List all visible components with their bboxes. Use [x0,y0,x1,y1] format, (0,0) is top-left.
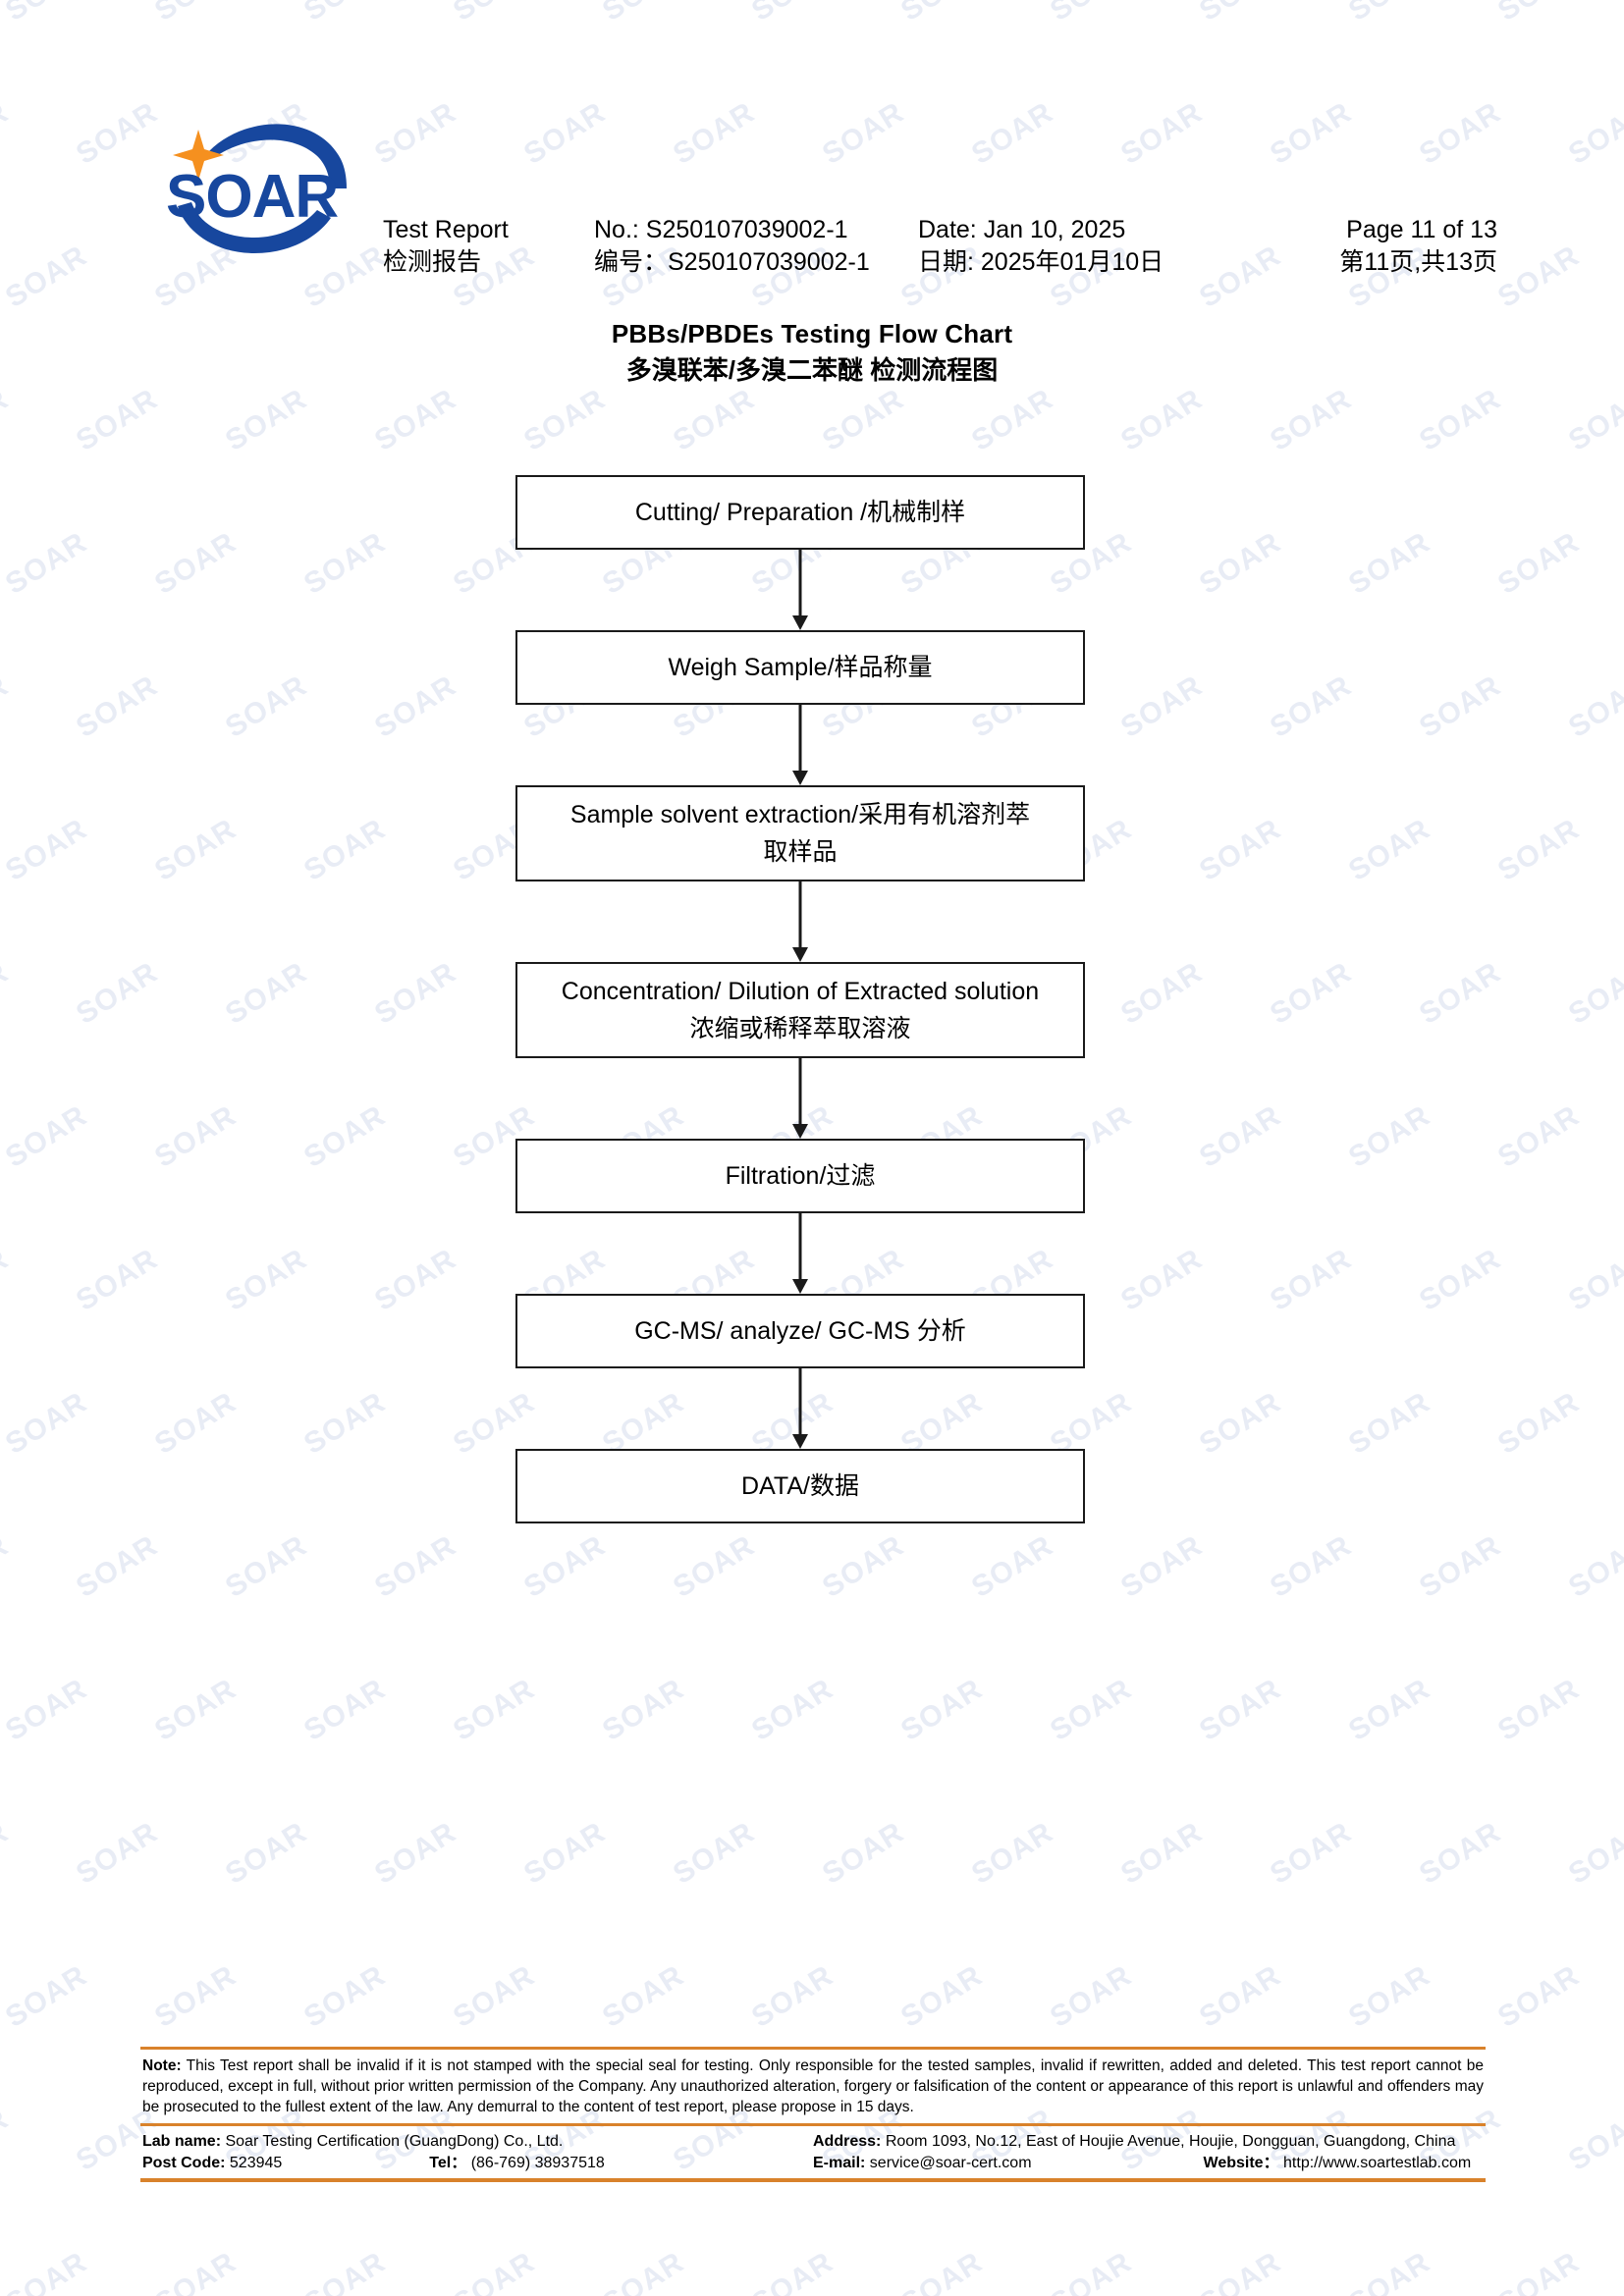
flow-node-line-2: 浓缩或稀释萃取溶液 [689,1015,911,1042]
header-report-number: No.: S250107039002-1 编号：S250107039002-1 [594,214,918,279]
soar-logo: SOAR [152,116,378,268]
flow-node-n4: Concentration/ Dilution of Extracted sol… [515,962,1085,1058]
footer-email-label: E-mail: [813,2155,866,2171]
flow-node-n2: Weigh Sample/样品称量 [515,630,1085,705]
footer-lab-name-value: Soar Testing Certification (GuangDong) C… [225,2133,564,2150]
flow-node-line-1: Filtration/过滤 [725,1162,876,1190]
footer-website-label: Website： [1203,2155,1279,2171]
testing-flow-chart: Cutting/ Preparation /机械制样 Weigh Sample/样… [515,475,1085,1523]
flow-node-label: GC-MS/ analyze/ GC-MS 分析 [634,1312,966,1350]
flow-node-label: Weigh Sample/样品称量 [668,649,932,686]
flow-node-line-1: Cutting/ Preparation /机械制样 [634,499,966,526]
footer-divider-bottom [140,2178,1486,2182]
flow-node-n7: DATA/数据 [515,1449,1085,1523]
footer-tel-value: (86-769) 38937518 [470,2155,605,2171]
flow-node-label: Concentration/ Dilution of Extracted sol… [562,973,1039,1047]
flow-arrow-n1-to-n2 [515,550,1085,630]
flow-arrow-n5-to-n6 [515,1213,1085,1294]
footer-address-label: Address: [813,2133,882,2150]
page-footer: Note: This Test report shall be invalid … [140,2047,1486,2182]
header-page-number-en: Page 11 of 13 [1346,216,1497,243]
flow-node-n1: Cutting/ Preparation /机械制样 [515,475,1085,550]
flow-node-line-1: Sample solvent extraction/采用有机溶剂萃 [569,801,1031,828]
page-title-zh: 多溴联苯/多溴二苯醚 检测流程图 [625,355,999,385]
flow-node-line-1: Weigh Sample/样品称量 [668,654,933,681]
footer-post-code-value: 523945 [229,2155,283,2171]
flow-node-n3: Sample solvent extraction/采用有机溶剂萃取样品 [515,785,1085,881]
footer-postcode-tel-row: Post Code: 523945 Tel： (86-769) 38937518 [142,2153,813,2174]
header-report-label-en: Test Report [383,216,509,243]
footer-email-website-row: E-mail: service@soar-cert.com Website： h… [813,2153,1484,2174]
footer-lab-name-row: Lab name: Soar Testing Certification (Gu… [142,2131,813,2153]
flow-arrow-n3-to-n4 [515,881,1085,962]
header-report-date-en: Date: Jan 10, 2025 [918,216,1126,243]
flow-node-line-1: Concentration/ Dilution of Extracted sol… [561,978,1040,1005]
page-title-en: PBBs/PBDEs Testing Flow Chart [611,319,1013,348]
page-header: SOAR Test Report 检测报告 No.: S250107039002… [0,116,1624,288]
footer-email-value[interactable]: service@soar-cert.com [869,2155,1032,2171]
flow-arrow-n4-to-n5 [515,1058,1085,1139]
page-title: PBBs/PBDEs Testing Flow Chart 多溴联苯/多溴二苯醚… [0,316,1624,389]
footer-website-value[interactable]: http://www.soartestlab.com [1283,2155,1472,2171]
footer-divider-top [140,2047,1486,2050]
flow-node-label: DATA/数据 [741,1468,859,1505]
header-report-number-en: No.: S250107039002-1 [594,216,848,243]
flow-node-n6: GC-MS/ analyze/ GC-MS 分析 [515,1294,1085,1368]
flow-node-line-1: GC-MS/ analyze/ GC-MS 分析 [634,1317,966,1345]
footer-divider-middle [140,2123,1486,2126]
flow-node-label: Cutting/ Preparation /机械制样 [635,494,965,531]
header-page-number-zh: 第11页,共13页 [1339,248,1497,276]
header-report-label: Test Report 检测报告 [383,214,594,279]
header-page-number: Page 11 of 13 第11页,共13页 [1242,214,1497,279]
header-report-number-zh: 编号：S250107039002-1 [594,248,870,276]
flow-node-n5: Filtration/过滤 [515,1139,1085,1213]
flow-arrow-n2-to-n3 [515,705,1085,785]
header-report-date-zh: 日期: 2025年01月10日 [918,248,1164,276]
footer-address-row: Address: Room 1093, No.12, East of Houji… [813,2131,1484,2153]
footer-contact-right: Address: Room 1093, No.12, East of Houji… [813,2131,1484,2174]
footer-tel-label: Tel： [429,2155,467,2171]
footer-spacer-website [1032,2153,1204,2174]
flow-node-label: Sample solvent extraction/采用有机溶剂萃取样品 [570,796,1030,871]
footer-note-text: This Test report shall be invalid if it … [142,2057,1484,2115]
flow-arrow-n6-to-n7 [515,1368,1085,1449]
footer-contact-left: Lab name: Soar Testing Certification (Gu… [142,2131,813,2174]
header-info-row: Test Report 检测报告 No.: S250107039002-1 编号… [383,214,1532,279]
svg-text:SOAR: SOAR [166,163,338,231]
flow-node-label: Filtration/过滤 [726,1157,876,1195]
flow-node-line-1: DATA/数据 [741,1472,859,1500]
footer-note-label: Note: [142,2057,182,2074]
footer-address-value: Room 1093, No.12, East of Houjie Avenue,… [885,2133,1456,2150]
header-report-date: Date: Jan 10, 2025 日期: 2025年01月10日 [918,214,1242,279]
header-report-label-zh: 检测报告 [383,248,482,276]
flow-node-line-2: 取样品 [763,838,838,866]
footer-spacer-tel [282,2153,429,2174]
footer-post-code-label: Post Code: [142,2155,226,2171]
footer-lab-name-label: Lab name: [142,2133,222,2150]
footer-note: Note: This Test report shall be invalid … [140,2050,1486,2123]
footer-contact: Lab name: Soar Testing Certification (Gu… [140,2126,1486,2178]
